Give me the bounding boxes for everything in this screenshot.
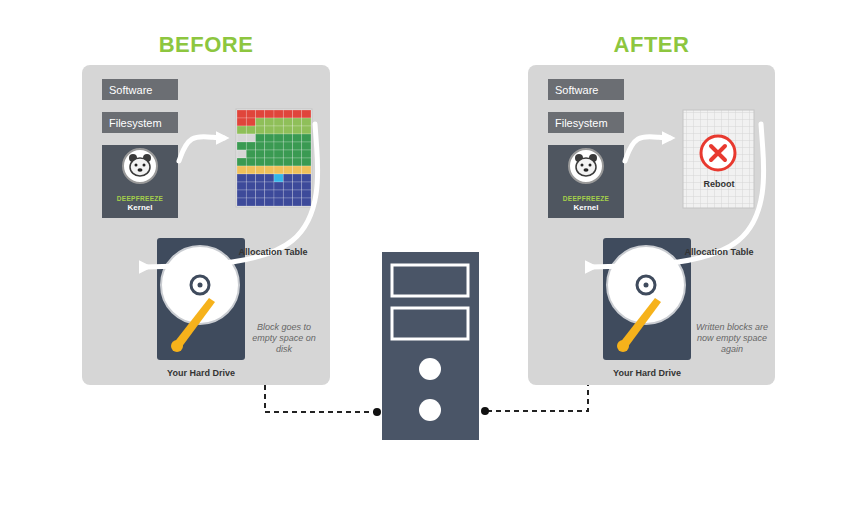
software-box: Software xyxy=(102,79,178,100)
filesystem-box: Filesystem xyxy=(102,112,178,133)
flow-arrow xyxy=(179,137,224,161)
hard-drive xyxy=(603,238,691,360)
note-label: Written blocks are now empty space again xyxy=(692,322,772,355)
node-label: DEEPFREEZE xyxy=(117,195,163,203)
kernel-box xyxy=(102,145,178,218)
note-label-box: Written blocks are now empty space again xyxy=(692,322,772,355)
note-label-box: Block goes to empty space on disk xyxy=(246,322,322,355)
wire-dot xyxy=(481,407,489,415)
bear-logo xyxy=(569,149,603,183)
panel-title: AFTER xyxy=(528,30,775,60)
hard-drive-box: Your Hard Drive xyxy=(155,237,247,379)
before-panel xyxy=(82,65,330,385)
node-label: Kernel xyxy=(574,203,599,213)
filesystem-box: Filesystem xyxy=(548,112,624,133)
hard-drive-box: Your Hard Drive xyxy=(601,237,693,379)
allocation-grid-empty xyxy=(683,110,754,208)
computer-tower xyxy=(382,252,479,440)
node-label: Allocation Table xyxy=(239,246,308,258)
node-label: DEEPFREEZE xyxy=(563,195,609,203)
node-label: Reboot xyxy=(704,178,735,190)
node-label: Filesystem xyxy=(109,117,162,129)
flow-arrow xyxy=(145,124,318,267)
node-label: Software xyxy=(555,84,598,96)
allocation-table: Allocation Table xyxy=(232,108,314,258)
node-label: Filesystem xyxy=(555,117,608,129)
node-label: Software xyxy=(109,84,152,96)
allocation-table: RebootAllocation Table xyxy=(678,108,760,258)
kernel-box xyxy=(548,145,624,218)
wire-dot xyxy=(373,408,381,416)
kernel-box: DEEPFREEZEKernel xyxy=(548,145,624,218)
hard-drive xyxy=(157,238,245,360)
after-panel xyxy=(528,65,775,385)
panel-title: BEFORE xyxy=(82,30,330,60)
flow-arrow xyxy=(591,124,764,267)
allocation-grid xyxy=(236,109,312,207)
flow-arrow xyxy=(625,137,670,161)
node-label: Your Hard Drive xyxy=(167,367,235,379)
bear-logo xyxy=(123,149,157,183)
dashed-wire xyxy=(487,385,588,411)
software-box: Software xyxy=(548,79,624,100)
node-label: Kernel xyxy=(128,203,153,213)
kernel-box: DEEPFREEZEKernel xyxy=(102,145,178,218)
node-label: Allocation Table xyxy=(685,246,754,258)
note-label: Block goes to empty space on disk xyxy=(246,322,322,355)
node-label: Your Hard Drive xyxy=(613,367,681,379)
dashed-wire xyxy=(265,385,375,412)
